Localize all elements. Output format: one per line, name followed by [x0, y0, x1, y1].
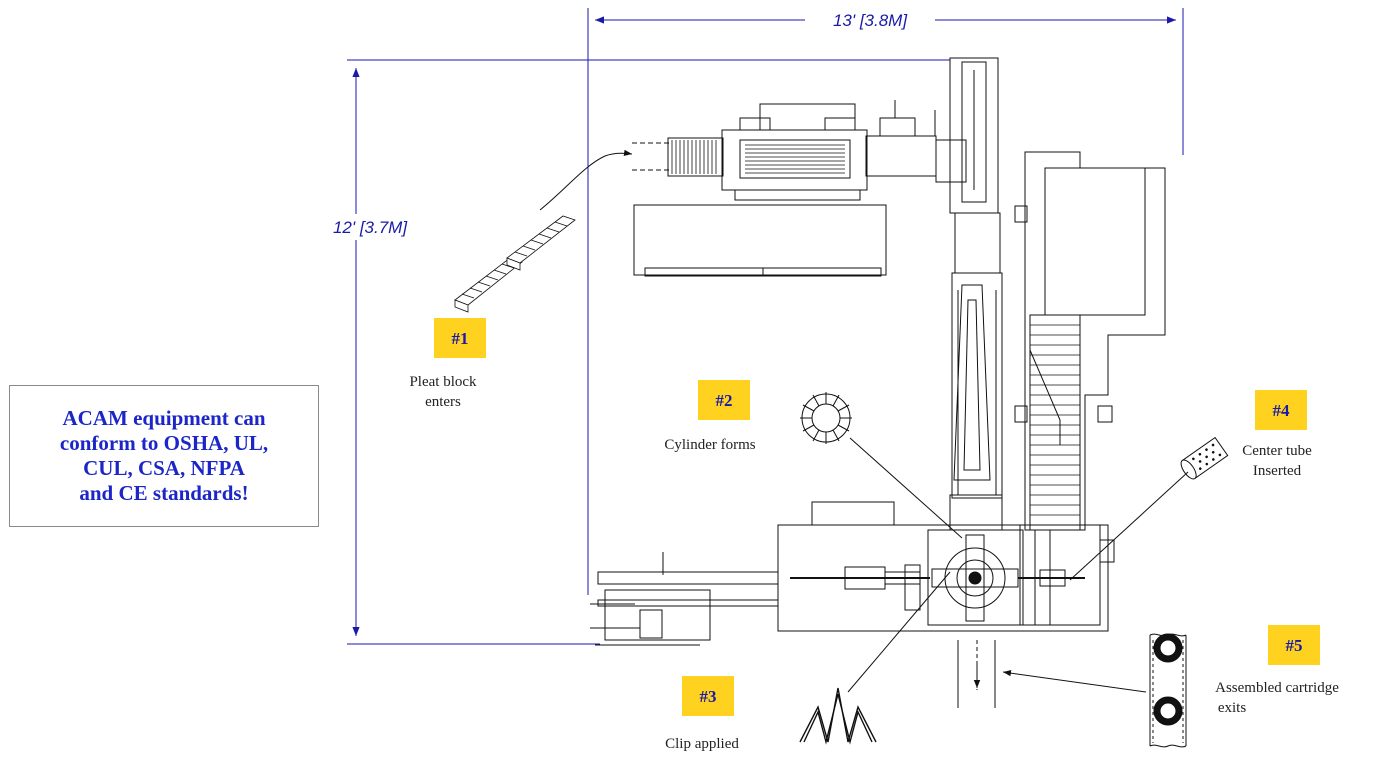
- step-2-number: #2: [716, 391, 733, 410]
- standards-note-box: ACAM equipment can conform to OSHA, UL, …: [9, 385, 319, 527]
- width-dimension-label: 13' [3.8M]: [833, 11, 908, 30]
- step-4-label-line-2: Inserted: [1253, 463, 1302, 479]
- standards-note-line-2: conform to OSHA, UL,: [59, 431, 269, 455]
- clip-icon: [799, 687, 877, 745]
- hopper-structure: [1014, 151, 1166, 531]
- height-dimension: 12' [3.7M]: [305, 59, 950, 645]
- pleated-cylinder-icon: [800, 392, 852, 444]
- step-3-number: #3: [700, 687, 717, 706]
- step-1-label-line-1: Pleat block: [409, 374, 477, 390]
- pleat-block-icon: [454, 215, 576, 313]
- step-5-label-line-1: Assembled cartridge: [1215, 680, 1339, 696]
- exit-chute: [957, 640, 996, 708]
- step-1-number: #1: [452, 329, 469, 348]
- center-tube-leader-line: [1069, 471, 1189, 581]
- standards-note-line-3: CUL, CSA, NFPA: [83, 456, 245, 480]
- step-2-badge: [698, 380, 750, 420]
- step-5-label-line-2: exits: [1218, 700, 1246, 716]
- step-5-callout: #5 Assembled cartridge exits: [1215, 625, 1339, 716]
- step-4-number: #4: [1273, 401, 1291, 420]
- pleat-infeed-conveyor: [632, 100, 967, 201]
- lower-base-turret: [777, 501, 1115, 632]
- step-1-badge: [434, 318, 486, 358]
- step-1-label-line-2: enters: [425, 394, 461, 410]
- forming-column: [949, 57, 1003, 531]
- step-3-label-line-1: Clip applied: [665, 736, 739, 752]
- clip-leader-line: [847, 571, 951, 693]
- step-5-badge: [1268, 625, 1320, 665]
- cylinder-leader-line: [849, 437, 963, 539]
- infeed-arrow: [539, 149, 633, 211]
- step-2-label-line-1: Cylinder forms: [664, 437, 755, 453]
- exit-leader-line: [1002, 669, 1147, 693]
- outfeed-conveyor: [590, 552, 779, 646]
- standards-note-line-4: and CE standards!: [79, 481, 249, 505]
- step-2-callout: #2 Cylinder forms: [664, 380, 756, 453]
- standards-note-text: ACAM equipment can conform to OSHA, UL, …: [60, 406, 268, 506]
- step-4-label-line-1: Center tube: [1242, 443, 1312, 459]
- accumulation-table: [633, 204, 887, 277]
- step-5-number: #5: [1286, 636, 1303, 655]
- center-tube-icon: [1180, 436, 1229, 480]
- step-1-callout: #1 Pleat block enters: [409, 318, 486, 410]
- step-3-badge: [682, 676, 734, 716]
- cartridge-strip-icon: [1149, 633, 1187, 748]
- standards-note-line-1: ACAM equipment can: [62, 406, 266, 430]
- step-4-callout: #4 Center tube Inserted: [1242, 390, 1312, 479]
- width-dimension: 13' [3.8M]: [587, 8, 1184, 595]
- step-3-callout: #3 Clip applied: [665, 676, 739, 752]
- height-dimension-label: 12' [3.7M]: [333, 218, 408, 237]
- step-4-badge: [1255, 390, 1307, 430]
